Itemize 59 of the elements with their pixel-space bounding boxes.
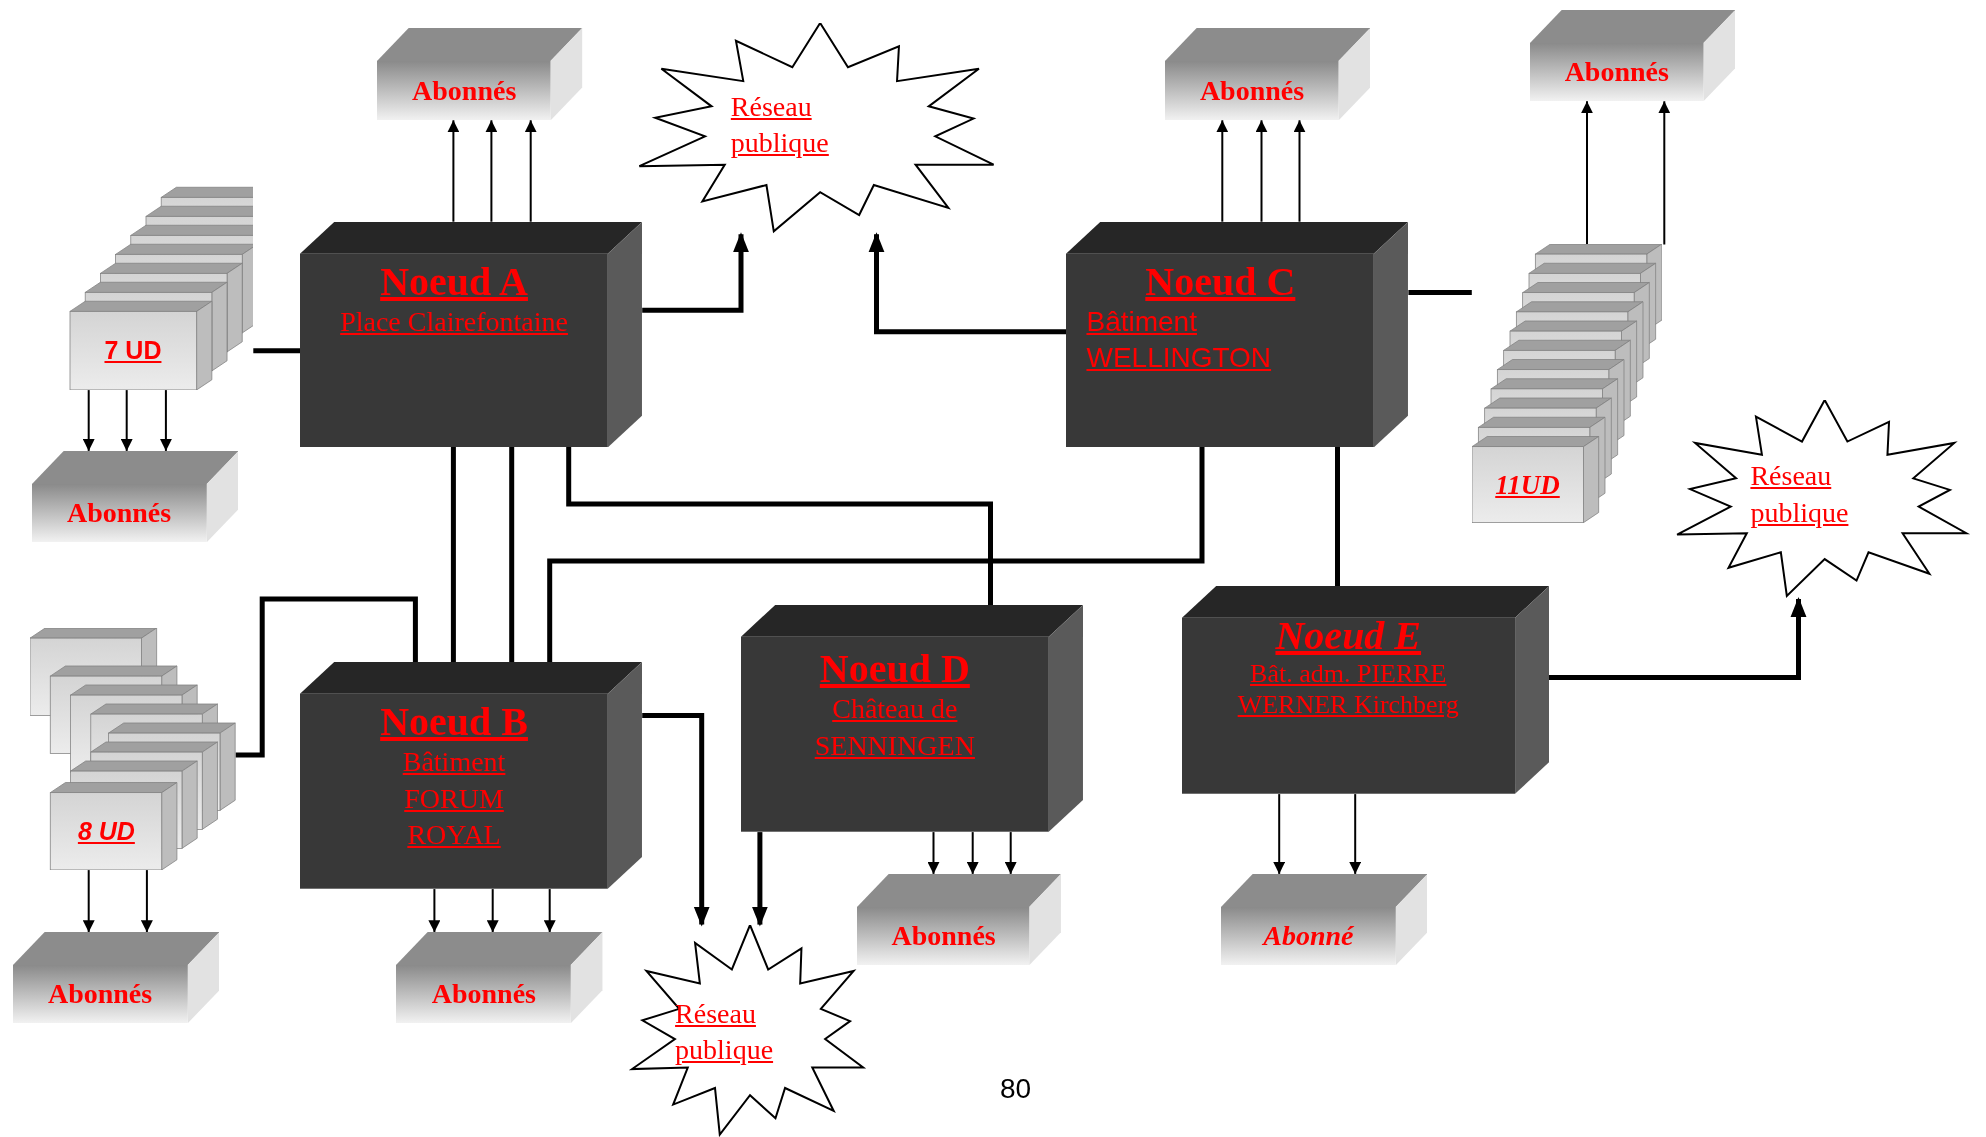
subscriber-label: Abonnés xyxy=(1564,58,1669,87)
subscriber-label: Abonnés xyxy=(412,76,517,105)
arrow xyxy=(1004,831,1017,875)
page-number: 80 xyxy=(1000,1072,1032,1106)
arrow xyxy=(642,713,710,927)
node-title: Noeud B xyxy=(380,700,528,745)
node-title: Noeud C xyxy=(1145,259,1296,304)
connector-line xyxy=(1408,290,1472,296)
unit-label: 8 UD xyxy=(77,819,135,844)
arrow xyxy=(751,832,768,927)
connector-line xyxy=(450,447,456,663)
node-address: Bâtiment FORUM ROYAL xyxy=(401,745,507,853)
subscriber-label: Abonnés xyxy=(66,498,172,527)
node-title: Noeud D xyxy=(819,647,970,692)
arrow xyxy=(1273,793,1286,875)
network-label: Réseau publique xyxy=(675,996,775,1067)
arrow xyxy=(1293,119,1306,223)
connector-line xyxy=(566,447,993,606)
connector-line xyxy=(235,596,418,758)
arrow xyxy=(1349,793,1362,875)
arrow xyxy=(524,119,537,223)
arrow xyxy=(1255,119,1268,223)
arrow xyxy=(82,389,95,452)
subscriber-label: Abonnés xyxy=(891,922,996,950)
arrow xyxy=(543,888,556,934)
unit-label: 11UD xyxy=(1495,471,1560,499)
connector-line xyxy=(1335,447,1340,587)
arrow xyxy=(1216,119,1229,223)
subscriber-label: Abonné xyxy=(1263,922,1354,950)
arrow xyxy=(927,831,940,875)
subscriber-label: Abonnés xyxy=(47,980,153,1009)
connector-line xyxy=(253,348,301,354)
arrow xyxy=(1549,597,1807,681)
arrow xyxy=(447,119,460,223)
arrow xyxy=(642,232,749,313)
connector-line xyxy=(547,447,1205,663)
node-address: Bât. adm. PIERRE WERNER Kirchberg xyxy=(1236,658,1460,721)
arrow xyxy=(1658,100,1671,246)
arrow xyxy=(868,232,1067,335)
node-address: Bâtiment WELLINGTON xyxy=(1085,304,1273,375)
unit-label: 7 UD xyxy=(104,338,162,364)
connector-line xyxy=(509,447,515,663)
subscriber-label: Abonnés xyxy=(431,980,536,1009)
arrow xyxy=(120,389,133,452)
arrow xyxy=(1581,100,1593,246)
arrow xyxy=(485,119,498,223)
arrow xyxy=(486,888,499,934)
arrow xyxy=(159,389,172,452)
node-address: Place Clairefontaine xyxy=(340,304,568,339)
node-title: Noeud E xyxy=(1275,614,1422,659)
arrow xyxy=(428,888,441,934)
subscriber-label: Abonnés xyxy=(1199,76,1305,105)
arrow xyxy=(140,869,153,934)
arrow xyxy=(82,869,95,934)
arrow xyxy=(966,831,979,875)
node-address: Château de SENNINGEN xyxy=(813,692,976,763)
node-title: Noeud A xyxy=(380,259,528,304)
network-label: Réseau publique xyxy=(730,89,830,161)
network-label: Réseau publique xyxy=(1750,459,1850,530)
